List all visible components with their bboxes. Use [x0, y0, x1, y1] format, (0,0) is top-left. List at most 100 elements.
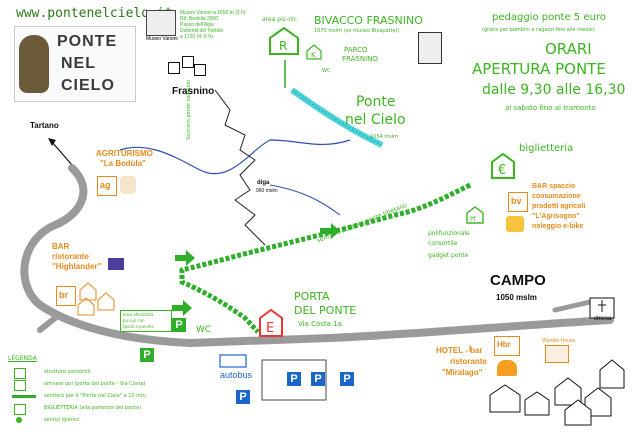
frasnino-houses-icon [168, 56, 208, 80]
parking-sign-1: P [172, 318, 186, 332]
museum-label: Museo Vanoni [146, 36, 178, 42]
picnic-area-label: area pic-nic [262, 16, 297, 23]
hours-line-3: dalle 9,30 alle 16,30 [482, 82, 626, 98]
poli-line-1: polifunzionale [428, 230, 470, 237]
bar-spaccio-line-2: consumazione [532, 193, 581, 200]
legend-title: LEGENDA [8, 355, 37, 362]
toll-note: (gratis per bambini e ragazzi fino alle … [482, 27, 595, 33]
legend-icon-house [14, 368, 26, 379]
tartano-arrow [51, 141, 73, 166]
hotel-badge-text: Hbr [497, 340, 511, 349]
picnic-line-2: pic-nic con [123, 318, 145, 323]
website-url[interactable]: www.pontenelcielo.it [16, 6, 173, 21]
svg-text:R: R [279, 39, 287, 53]
mountain-path [214, 89, 266, 246]
ticket-label: biglietteria [519, 143, 574, 154]
museum-caption-line: a 1720 (4 -5 h) [180, 34, 213, 40]
poli-line-3: gadget ponte [428, 252, 469, 259]
legend-icon-trail [12, 395, 36, 398]
place-frasnino: Frasnino [172, 86, 215, 97]
parking-lot [261, 359, 327, 401]
hotel-line-1: HOTEL - bar [436, 346, 483, 355]
highlander-badge: br [56, 286, 76, 306]
hotel-line-3: "Miralago" [442, 368, 483, 377]
legend-icon-entry [14, 380, 26, 391]
buildings-campo [489, 359, 625, 426]
bar-spaccio-line-5: noleggio e-bike [532, 223, 584, 230]
church [589, 297, 615, 319]
porta-line-1: PORTA [294, 290, 330, 303]
dam-altitude: 960 mslm [256, 188, 278, 194]
main-road [20, 164, 614, 348]
agriturismo-badge-text: ag [100, 180, 111, 190]
bar-spaccio-line-1: BAR spaccio [532, 183, 576, 190]
porta-house-icon[interactable]: E [258, 308, 284, 338]
wc-small-label: WC [322, 68, 331, 74]
porta-line-2: DEL PONTE [294, 304, 357, 317]
museum-icon [146, 10, 176, 36]
place-tartano: Tartano [30, 121, 59, 130]
bridge-name-1: Ponte [356, 94, 396, 110]
legend-item: sentiero per il "Ponte nel Cielo" a 10 m… [44, 393, 148, 399]
logo: PONTE NEL CIELO [14, 26, 136, 102]
bar-spaccio-line-3: prodotti agricoli [532, 203, 586, 210]
museum-caption-line: Dolomiti del Partido [180, 28, 224, 34]
agriturismo-title: AGRITURISMO [96, 149, 153, 158]
agriturismo-name: "La Bedùla" [100, 159, 146, 168]
bivacco-subtitle: 1070 mslm (ex museo Bivapattel) [314, 28, 399, 34]
trail-arrow-2 [320, 223, 340, 239]
highlander-line-2: ristorante [52, 252, 89, 261]
campo-altitude: 1050 mslm [496, 293, 537, 302]
museum-caption-line: Passo dell'Alpe [180, 22, 215, 28]
porta-address: Via Costa 1a [298, 320, 342, 328]
parco-line-1: PARCO [344, 46, 368, 54]
river [119, 139, 351, 175]
agriturismo-badge: ag [97, 176, 117, 196]
parking-sign-4: P [311, 372, 325, 386]
bus-icon [219, 354, 247, 368]
pf-house-icon: Pf [465, 205, 485, 225]
place-campo: CAMPO [490, 272, 546, 289]
toll-title: pedaggio ponte 5 euro [492, 12, 606, 23]
svg-text:Pf: Pf [470, 216, 477, 223]
bar-spaccio-line-4: "L'Agrisogno" [532, 213, 580, 220]
vertical-path-label: Sentiero ponte nel Cielo [186, 79, 192, 140]
highlander-line-3: "Highlander" [52, 262, 102, 271]
wc-label: WC [196, 325, 212, 335]
bivacco-house-icon: R [268, 26, 300, 56]
hotel-line-2: ristorante [450, 357, 487, 366]
bivacco-r-icon: R [269, 26, 299, 55]
bivacco-title: BIVACCO FRASNINO [314, 14, 423, 27]
logo-line-1: PONTE [57, 33, 118, 50]
legend-item: servizi igienici [44, 417, 80, 423]
park-owl-badge-icon [418, 32, 442, 64]
svg-text:€: € [498, 163, 506, 178]
hotel-badge: Hbr [494, 336, 520, 356]
svg-text:E: E [266, 321, 274, 336]
parking-sign-5: P [340, 372, 354, 386]
river-lower [269, 184, 341, 216]
ticket-euro-icon[interactable]: € [490, 152, 516, 180]
highlander-line-1: BAR [52, 242, 70, 251]
picnic-line-1: area attrezzata [123, 312, 154, 317]
legend-item: strutture consortili [44, 369, 91, 375]
poli-line-2: consortile [428, 240, 458, 247]
trail-arrow-1 [175, 250, 195, 266]
hours-line-4: al sabato fino al tramonto [505, 104, 596, 112]
museum-caption: Museo Vanoni a 1650 m (2 h) Rif. Bedolla… [180, 10, 246, 40]
tartano-arrow-head [48, 138, 56, 146]
parco-line-2: FRASNINO [342, 55, 378, 63]
cheese-icon [506, 216, 524, 232]
highlander-flag-icon [108, 258, 124, 270]
wonder-house-icon [545, 345, 569, 363]
sunset-icon [497, 360, 517, 376]
bar-spaccio-badge-text: bv [511, 196, 522, 206]
museum-caption-line: Rif. Bedolla 2000 [180, 16, 219, 22]
autobus-label: autobus [220, 370, 253, 380]
access-trail [179, 182, 472, 334]
dam-label: diga [257, 180, 270, 186]
legend-icon-ticket [14, 404, 26, 415]
road-branch [37, 315, 58, 333]
svg-text:K: K [311, 51, 316, 59]
